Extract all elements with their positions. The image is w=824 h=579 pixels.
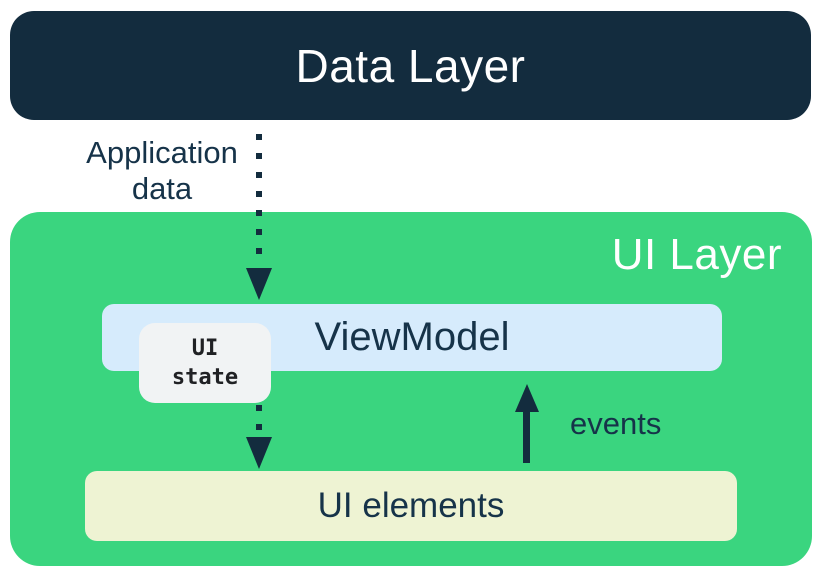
ui-elements-box: UI elements [85,471,737,541]
application-data-label: Application data [56,135,268,207]
application-data-line2: data [131,171,193,206]
events-label: events [570,406,662,441]
events-arrowhead-icon [515,384,539,412]
ui-state-line2: state [171,365,239,390]
application-data-arrowhead-icon [246,268,272,300]
ui-state-badge: UI state [139,323,271,403]
application-data-line1: Application [86,135,238,170]
ui-state-arrowhead-icon [246,437,272,469]
ui-state-line1: UI [191,336,219,361]
ui-elements-label: UI elements [317,486,505,525]
viewmodel-label: ViewModel [314,315,510,359]
data-layer-label: Data Layer [295,39,526,92]
application-data-dotted-arrow-line [256,134,262,262]
data-layer-box: Data Layer [10,11,811,120]
ui-state-dotted-arrow-line [256,405,262,438]
events-arrow-shaft [523,410,530,463]
ui-layer-label: UI Layer [611,230,782,279]
